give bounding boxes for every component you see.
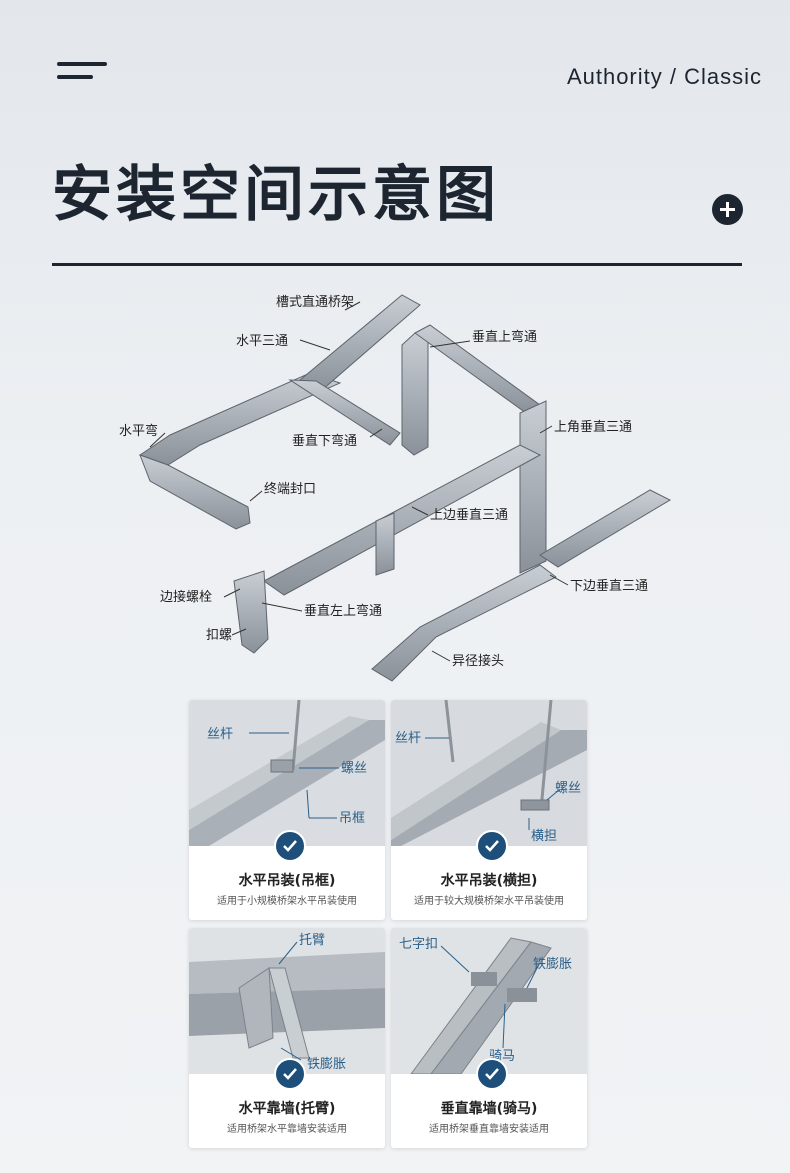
card-desc: 适用于小规模桥架水平吊装使用 [217, 896, 357, 907]
tray-structure [138, 294, 672, 682]
card-title: 水平靠墙(托臂) [238, 1101, 336, 1117]
label-seven-clip: 七字扣 [399, 937, 438, 952]
menu-bar [57, 62, 107, 66]
leader-line [369, 428, 383, 438]
label-nut: 扣螺 [206, 628, 232, 643]
install-card-crossbar: 丝杆 螺丝 横担 水平吊装(横担) 适用于较大规模桥架水平吊装使用 [391, 700, 587, 920]
install-card-support-arm: 托臂 铁膨胀 水平靠墙(托臂) 适用桥架水平靠墙安装适用 [189, 928, 385, 1148]
label-rod: 丝杆 [207, 727, 233, 742]
leader-line [261, 602, 303, 612]
label-end-cap: 终端封口 [264, 481, 316, 497]
leader-line [549, 574, 569, 586]
label-hanging-frame: 吊框 [339, 811, 365, 826]
card-title: 水平吊装(横担) [440, 873, 538, 889]
label-horizontal-elbow: 水平弯 [119, 423, 158, 439]
divider [52, 263, 742, 266]
card-desc: 适用桥架垂直靠墙安装适用 [429, 1124, 549, 1135]
card-photo: 丝杆 螺丝 吊框 [189, 700, 385, 846]
label-vertical-up-elbow: 垂直上弯通 [472, 329, 537, 345]
label-reducer: 异径接头 [452, 653, 504, 669]
leader-line [411, 506, 429, 516]
card-desc: 适用桥架水平靠墙安装适用 [227, 1124, 347, 1135]
label-screw: 螺丝 [555, 781, 581, 796]
check-icon [476, 1058, 508, 1090]
leader-line [249, 490, 263, 502]
leader-line [431, 650, 451, 662]
leader-line [539, 425, 553, 434]
menu-bar [57, 75, 93, 79]
label-horizontal-tee: 水平三通 [236, 334, 288, 349]
label-lower-side-vertical-tee: 下边垂直三通 [570, 579, 648, 594]
card-photo: 七字扣 铁膨胀 骑马 [391, 928, 587, 1074]
label-top-corner-vertical-tee: 上角垂直三通 [554, 420, 632, 435]
install-card-hanging-frame: 丝杆 螺丝 吊框 水平吊装(吊框) 适用于小规模桥架水平吊装使用 [189, 700, 385, 920]
label-screw: 螺丝 [341, 761, 367, 776]
diagram-labels: 槽式直通桥架 水平三通 垂直上弯通 水平弯 垂直下弯通 上角垂直三通 终端封口 … [119, 295, 648, 669]
label-upper-side-vertical-tee: 上边垂直三通 [430, 508, 508, 523]
leader-line [149, 432, 166, 448]
label-vertical-left-up-elbow: 垂直左上弯通 [304, 603, 382, 619]
card-title: 水平吊装(吊框) [238, 873, 336, 889]
label-expansion-bolt: 铁膨胀 [533, 957, 572, 972]
card-photo: 丝杆 螺丝 横担 [391, 700, 587, 846]
label-rod: 丝杆 [395, 731, 421, 746]
label-side-bolt: 边接螺栓 [160, 589, 212, 605]
leader-line [344, 301, 361, 311]
plus-icon[interactable] [712, 194, 743, 225]
check-icon [476, 830, 508, 862]
check-icon [274, 830, 306, 862]
installation-diagram: 槽式直通桥架 水平三通 垂直上弯通 水平弯 垂直下弯通 上角垂直三通 终端封口 … [0, 285, 790, 685]
page-title: 安装空间示意图 [52, 160, 500, 230]
label-expansion-bolt: 铁膨胀 [307, 1057, 346, 1072]
card-photo: 托臂 铁膨胀 [189, 928, 385, 1074]
card-title: 垂直靠墙(骑马) [440, 1101, 538, 1117]
label-vertical-down-elbow: 垂直下弯通 [292, 433, 357, 449]
label-support-arm: 托臂 [299, 933, 325, 948]
card-desc: 适用于较大规模桥架水平吊装使用 [414, 896, 564, 907]
check-icon [274, 1058, 306, 1090]
label-crossbar: 横担 [531, 829, 557, 844]
leader-line [231, 628, 247, 636]
brand-text: Authority / Classic [566, 64, 762, 89]
install-card-saddle: 七字扣 铁膨胀 骑马 垂直靠墙(骑马) 适用桥架垂直靠墙安装适用 [391, 928, 587, 1148]
menu-icon[interactable] [57, 62, 109, 82]
leader-line [223, 588, 241, 598]
cable-tray-diagram: 槽式直通桥架 水平三通 垂直上弯通 水平弯 垂直下弯通 上角垂直三通 终端封口 … [119, 294, 672, 682]
leader-line [299, 339, 331, 351]
leader-line [429, 340, 471, 348]
label-straight: 槽式直通桥架 [276, 295, 354, 310]
